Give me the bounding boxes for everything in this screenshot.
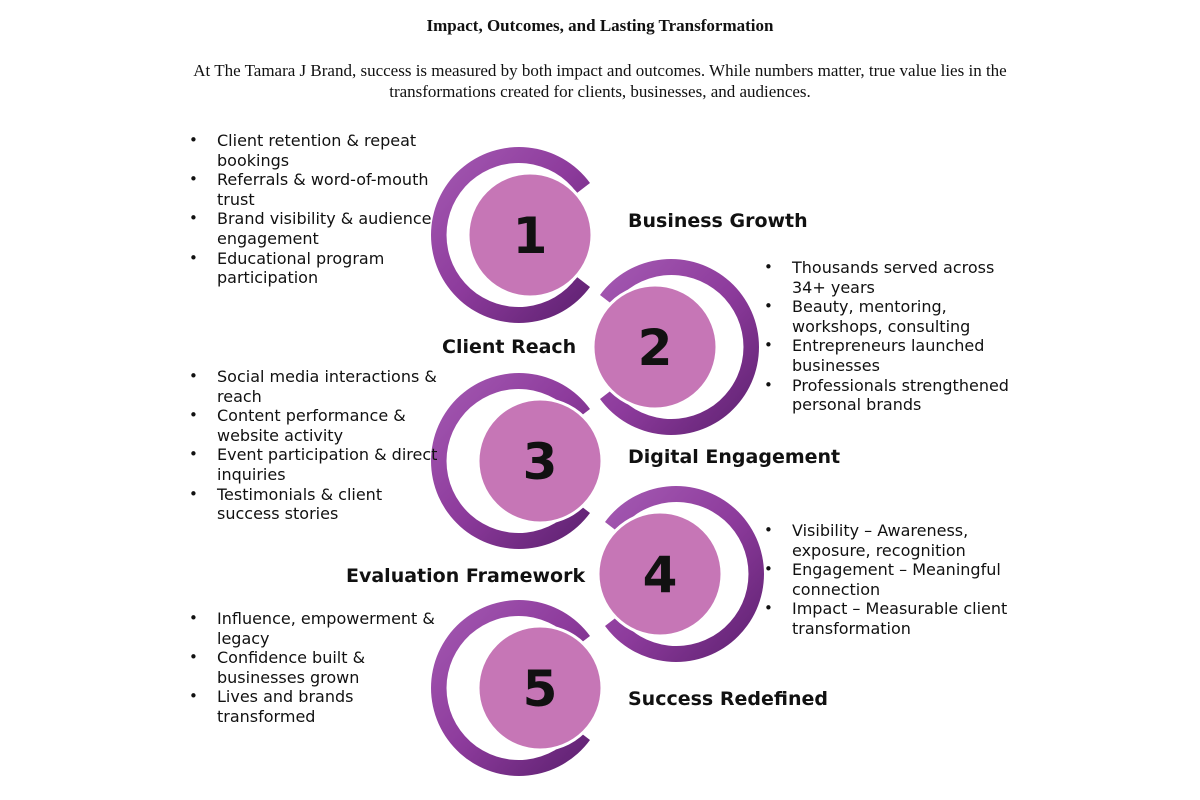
list-item: Event participation & direct inquiries [189, 445, 447, 484]
step-5-bullets: Influence, empowerment & legacy Confiden… [189, 609, 447, 727]
step-title-1: Business Growth [628, 210, 808, 232]
list-item: Engagement – Meaningful connection [764, 560, 1024, 599]
page-title: Impact, Outcomes, and Lasting Transforma… [426, 16, 774, 35]
step-title-5: Success Redefined [628, 688, 828, 710]
step-number-4: 4 [643, 546, 678, 604]
list-item: Professionals strengthened personal bran… [764, 376, 1024, 415]
step-number-5: 5 [523, 660, 558, 718]
intro-paragraph: At The Tamara J Brand, success is measur… [193, 61, 1007, 101]
step-title-3: Digital Engagement [628, 446, 841, 468]
step-disc-2 [591, 283, 719, 411]
list-item: Thousands served across 34+ years [764, 258, 1024, 297]
list-item: Referrals & word-of-mouth trust [189, 170, 447, 209]
step-disc-3 [476, 397, 604, 525]
step-1-bullets: Client retention & repeat bookings Refer… [189, 131, 447, 288]
step-disc-4 [596, 510, 724, 638]
step-2-bullets: Thousands served across 34+ years Beauty… [764, 258, 1024, 415]
step-4-bullets: Visibility – Awareness, exposure, recogn… [764, 521, 1024, 639]
step-3-bullets: Social media interactions & reach Conten… [189, 367, 447, 524]
list-item: Influence, empowerment & legacy [189, 609, 447, 648]
list-item: Testimonials & client success stories [189, 485, 447, 524]
list-item: Lives and brands transformed [189, 687, 447, 726]
list-item: Visibility – Awareness, exposure, recogn… [764, 521, 1024, 560]
list-item: Content performance & website activity [189, 406, 447, 445]
list-item: Educational program participation [189, 249, 447, 288]
list-item: Confidence built & businesses grown [189, 648, 447, 687]
list-item: Beauty, mentoring, workshops, consulting [764, 297, 1024, 336]
step-number-1: 1 [513, 207, 548, 265]
step-title-2: Client Reach [442, 336, 577, 358]
step-title-4: Evaluation Framework [346, 565, 586, 587]
list-item: Client retention & repeat bookings [189, 131, 447, 170]
step-number-3: 3 [523, 433, 558, 491]
step-disc-5 [476, 624, 604, 752]
list-item: Social media interactions & reach [189, 367, 447, 406]
step-disc-1 [466, 171, 594, 299]
step-number-2: 2 [638, 319, 673, 377]
list-item: Brand visibility & audience engagement [189, 209, 447, 248]
list-item: Entrepreneurs launched businesses [764, 336, 1024, 375]
list-item: Impact – Measurable client transformatio… [764, 599, 1024, 638]
